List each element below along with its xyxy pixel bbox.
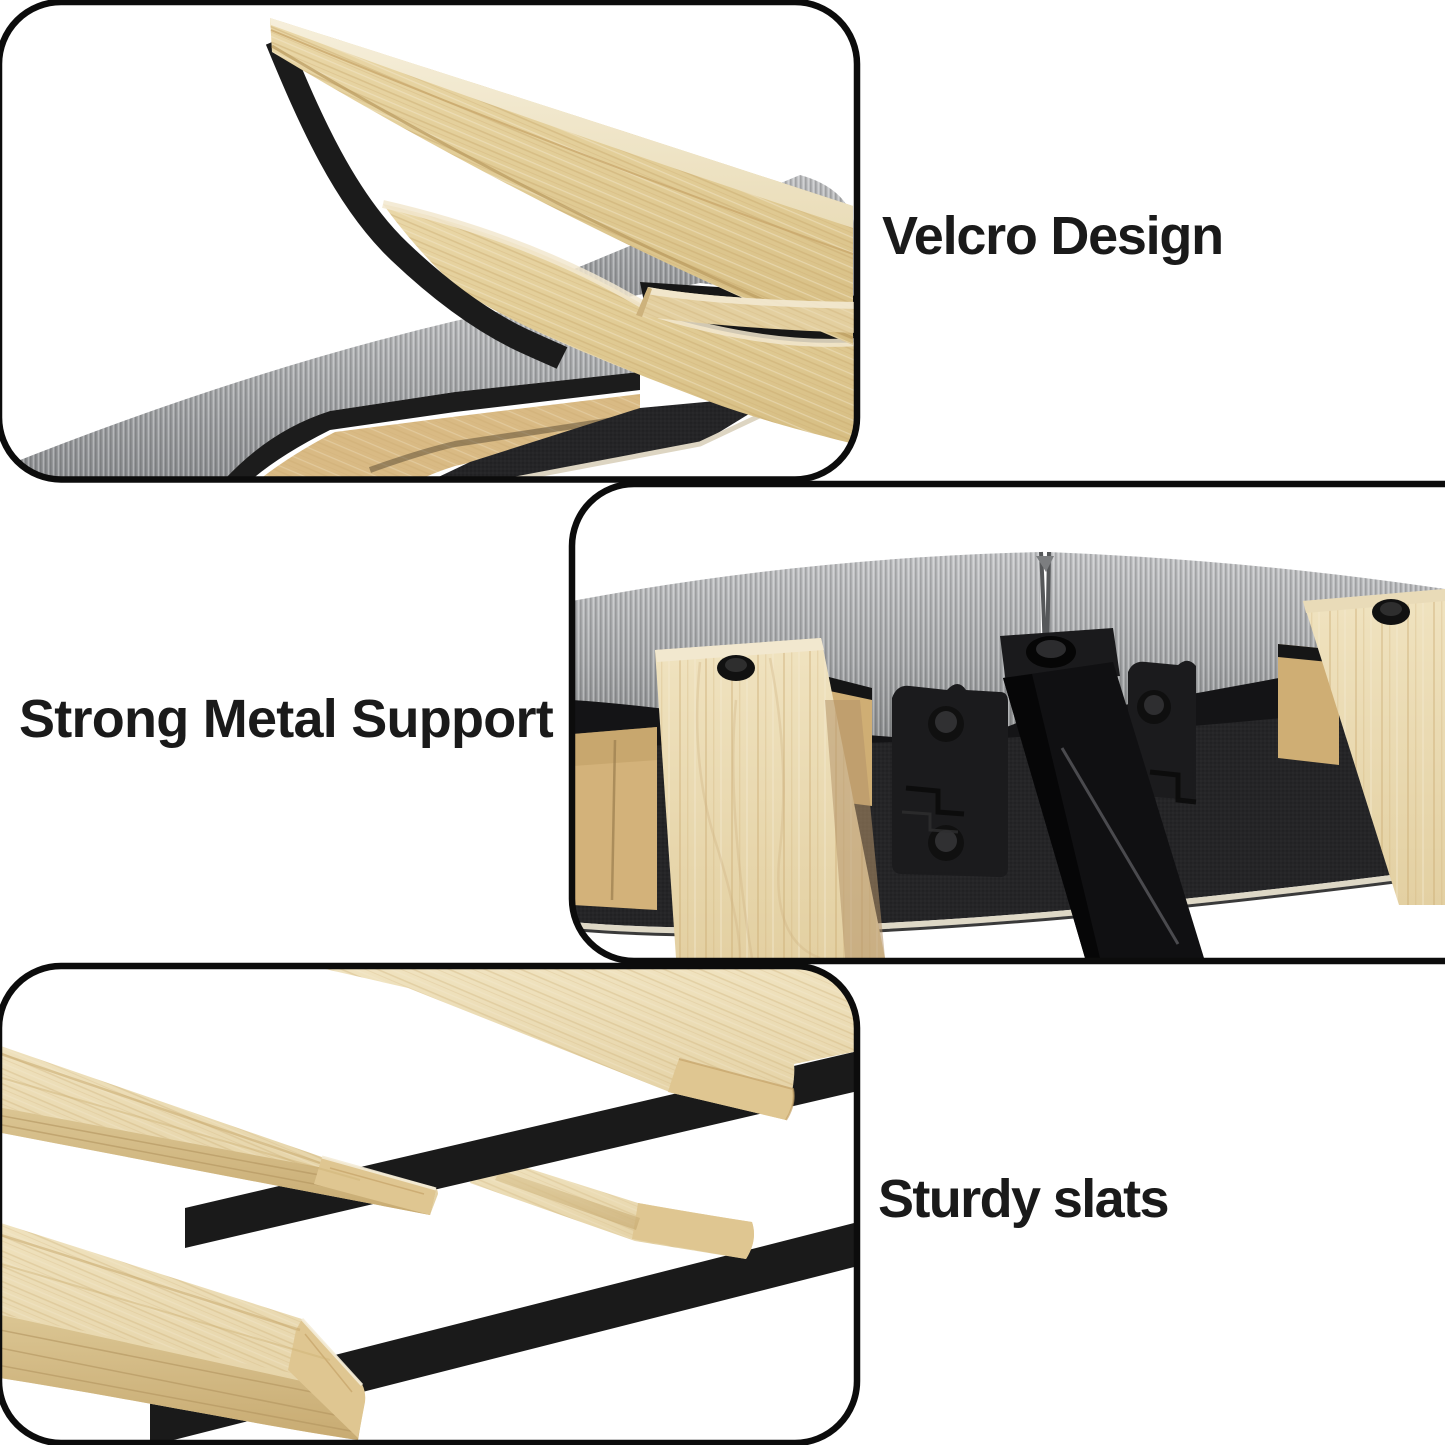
svg-text:Sturdy slats: Sturdy slats: [878, 1169, 1168, 1229]
svg-text:Velcro Design: Velcro Design: [882, 206, 1223, 266]
svg-text:Strong Metal Support: Strong Metal Support: [19, 689, 554, 749]
